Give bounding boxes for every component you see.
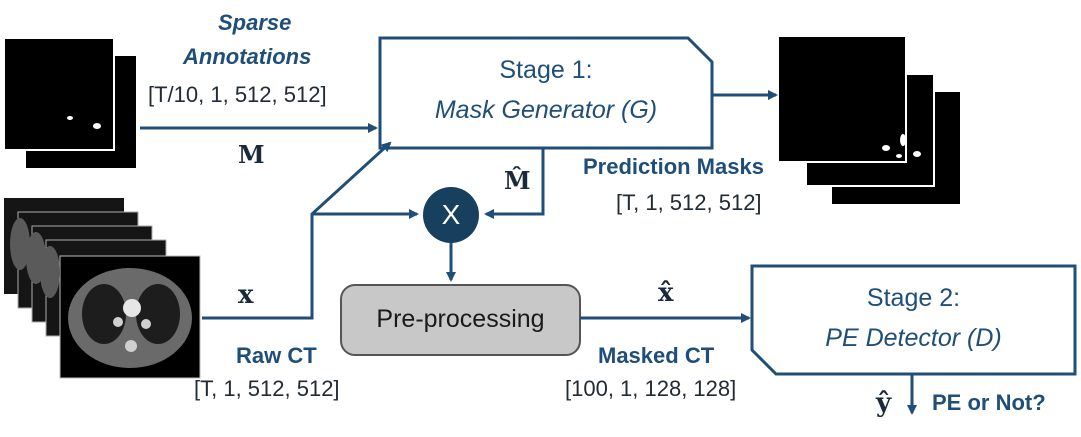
output-label: PE or Not? [932,390,1046,415]
prediction-masks-symbol: M̂ [504,166,531,195]
prediction-mask-slices [777,35,960,204]
stage2-subtitle: PE Detector (D) [825,324,1002,352]
sparse-annotations-title-2: Annotations [183,44,312,69]
prediction-masks-shape: [T, 1, 512, 512] [616,190,762,215]
masked-ct-symbol: x̂ [658,278,674,308]
stage1-title: Stage 1: [499,56,593,84]
prediction-masks-label: Prediction Masks [583,154,764,179]
raw-ct-symbol: x [238,280,254,310]
masked-ct-shape: [100, 1, 128, 128] [565,376,737,401]
stage2-box [750,264,1077,376]
sparse-annotations-title-1: Sparse [218,10,292,35]
preprocessing-label: Pre-processing [376,305,545,333]
output-symbol: ŷ [876,388,892,418]
stage1-subtitle: Mask Generator (G) [434,96,658,124]
preprocessing-box [340,284,581,356]
masked-ct-label: Masked CT [598,343,715,368]
stage2-title: Stage 2: [866,284,961,312]
sparse-annotations-symbol: M [238,140,265,169]
multiply-node [423,187,479,243]
raw-ct-label: Raw CT [236,343,317,368]
connectors [140,90,917,415]
multiply-label: X [441,199,461,230]
sparse-annotation-slices [3,37,136,168]
stage1-box [378,36,714,150]
raw-ct-shape: [T, 1, 512, 512] [194,376,340,401]
sparse-annotations-shape: [T/10, 1, 512, 512] [148,82,327,107]
raw-ct-slices [4,198,201,379]
